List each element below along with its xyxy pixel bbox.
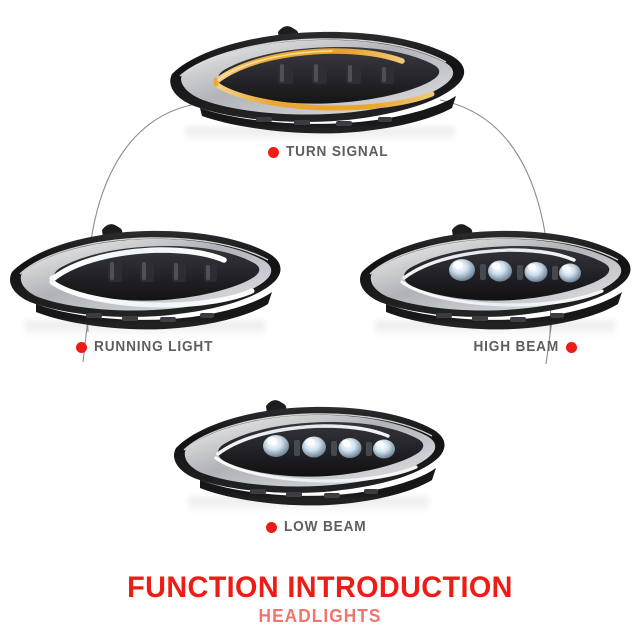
label-running-light: RUNNING LIGHT bbox=[76, 339, 221, 355]
label-low-beam: LOW BEAM bbox=[266, 519, 372, 535]
headlight-unit-running-light bbox=[2, 218, 288, 337]
title-block: FUNCTION INTRODUCTION HEADLIGHTS bbox=[0, 571, 640, 627]
headlight-unit-low-beam bbox=[166, 394, 452, 513]
low-beam-lamp-graphic bbox=[174, 400, 445, 506]
label-text-high-beam: HIGH BEAM bbox=[473, 339, 560, 355]
headlight-unit-high-beam bbox=[352, 218, 638, 337]
low-beam-reflection bbox=[188, 497, 430, 513]
bullet-dot-icon bbox=[266, 521, 277, 533]
turn-signal-lamp-graphic bbox=[170, 26, 465, 134]
label-high-beam: HIGH BEAM bbox=[468, 339, 578, 355]
bullet-dot-icon bbox=[268, 146, 279, 158]
high-beam-reflection bbox=[374, 321, 616, 337]
high-beam-lamp-graphic bbox=[360, 224, 631, 330]
bullet-dot-icon bbox=[76, 341, 87, 353]
label-text-low-beam: LOW BEAM bbox=[284, 519, 367, 535]
sub-title: HEADLIGHTS bbox=[258, 606, 382, 627]
label-text-running-light: RUNNING LIGHT bbox=[94, 339, 214, 355]
running-light-reflection bbox=[24, 321, 266, 337]
turn-signal-reflection bbox=[185, 127, 455, 143]
main-title: FUNCTION INTRODUCTION bbox=[127, 571, 513, 604]
label-text-turn-signal: TURN SIGNAL bbox=[286, 144, 389, 160]
label-turn-signal: TURN SIGNAL bbox=[268, 144, 395, 160]
projector-lenses bbox=[449, 259, 581, 283]
projector-lenses bbox=[263, 435, 395, 459]
bullet-dot-icon bbox=[566, 341, 578, 353]
running-light-lamp-graphic bbox=[10, 224, 281, 330]
headlight-unit-turn-signal bbox=[160, 18, 480, 143]
